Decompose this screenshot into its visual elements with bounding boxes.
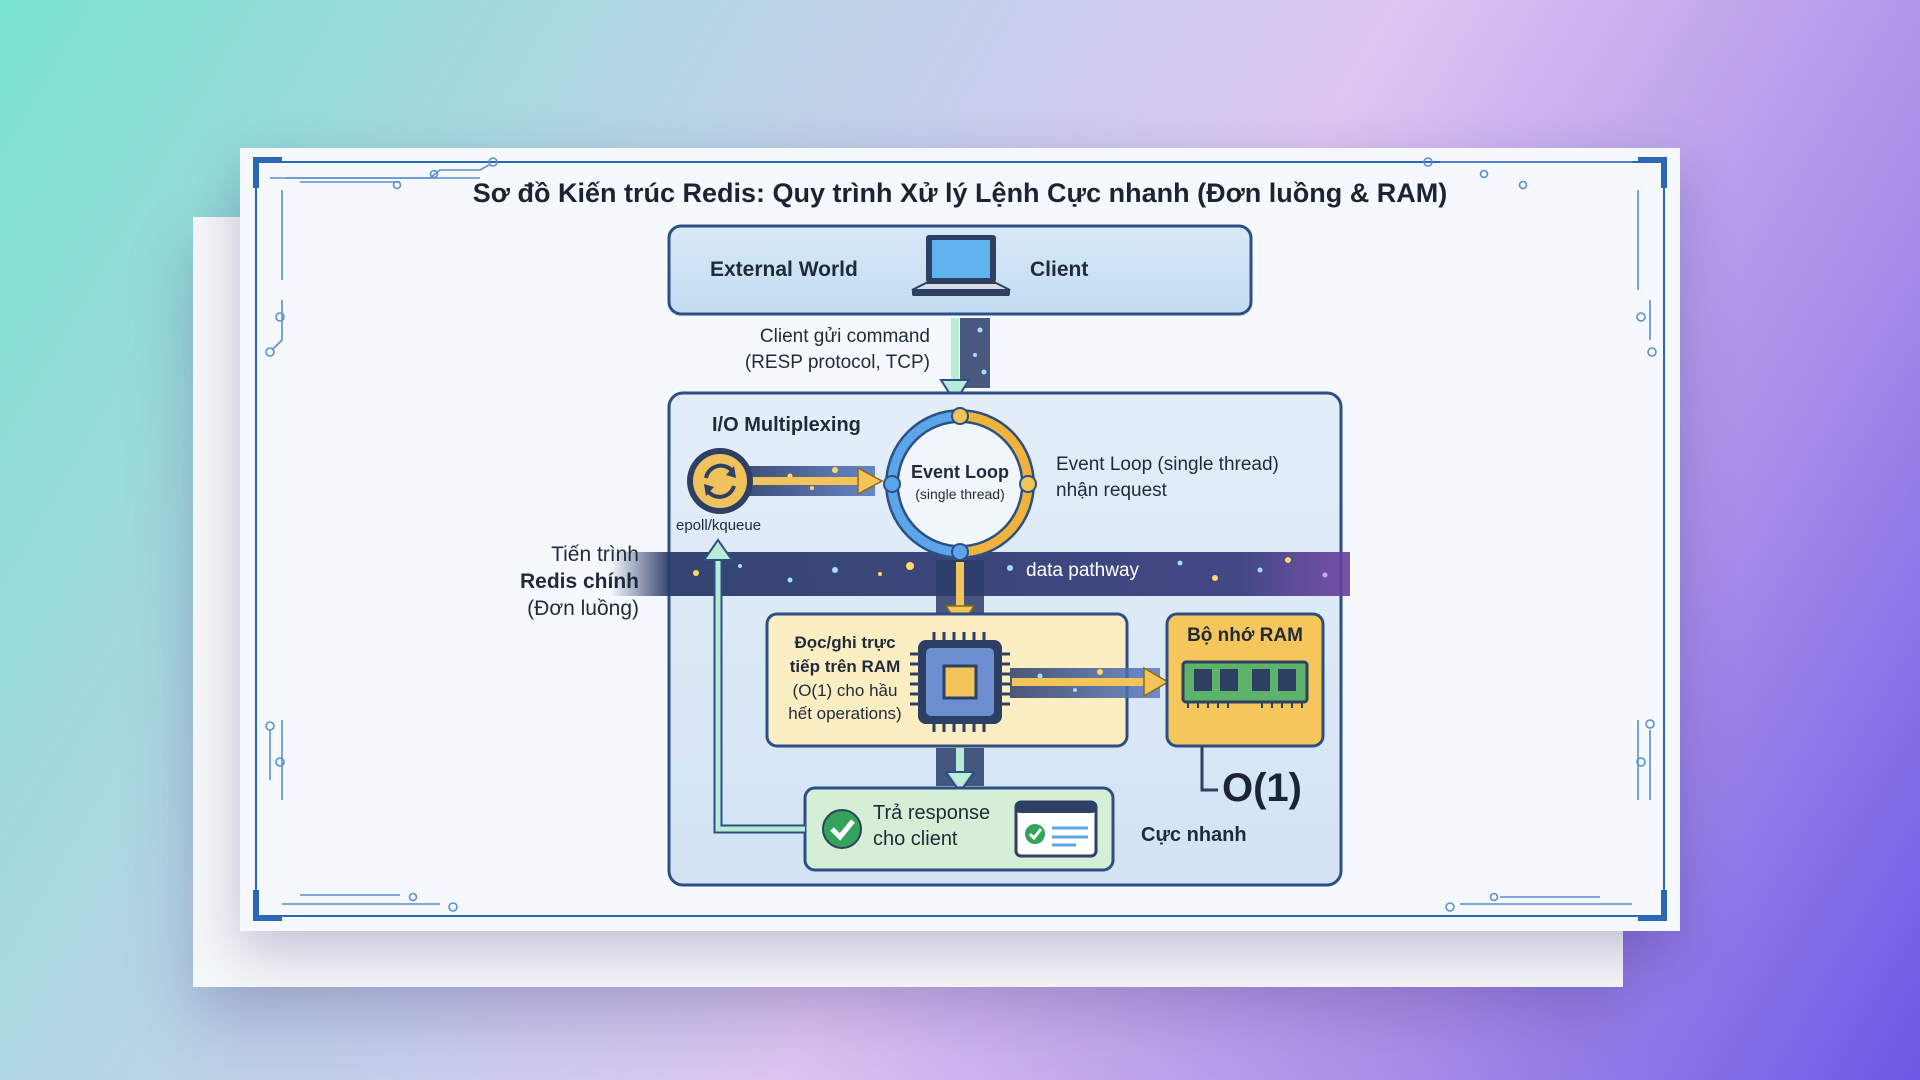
client-send-line1: Client gửi command (759, 326, 930, 347)
data-pathway-label: data pathway (1026, 560, 1140, 581)
main-process-line2: Redis chính (519, 570, 639, 593)
event-loop-title: Event Loop (911, 462, 1009, 482)
complexity-caption: Cực nhanh (1141, 824, 1247, 846)
ram-ops-line2: tiếp trên RAM (789, 657, 901, 676)
event-loop-subtitle: (single thread) (915, 486, 1005, 502)
response-line1: Trả response (873, 802, 991, 824)
epoll-label: epoll/kqueue (676, 517, 762, 534)
external-world-label: External World (710, 258, 858, 281)
ram-to-o1-connector (1200, 746, 1218, 792)
client-label: Client (1030, 258, 1089, 281)
event-loop-note-line1: Event Loop (single thread) (1056, 454, 1279, 475)
check-circle-icon (822, 809, 862, 849)
refresh-cycle-icon (687, 448, 753, 514)
main-process-line3: (Đơn luồng) (527, 597, 639, 620)
diagram-title: Sơ đồ Kiến trúc Redis: Quy trình Xử lý L… (472, 178, 1448, 208)
ram-ops-line4: hết operations) (788, 704, 902, 723)
client-send-line2: (RESP protocol, TCP) (744, 352, 930, 373)
laptop-icon (911, 235, 1011, 296)
complexity-value: O(1) (1222, 766, 1302, 810)
ram-ops-line3: (O(1) cho hầu (792, 681, 898, 700)
ram-module-icon (1181, 660, 1309, 708)
main-process-line1: Tiến trình (551, 543, 639, 566)
circuit-decoration (265, 157, 1657, 912)
cpu-chip-icon (910, 632, 1010, 732)
event-loop-note-line2: nhận request (1056, 480, 1167, 501)
response-line2: cho client (873, 828, 958, 850)
response-window-icon (1014, 800, 1098, 858)
ram-box-label: Bộ nhớ RAM (1187, 625, 1303, 646)
io-multiplexing-label: I/O Multiplexing (712, 414, 861, 436)
pathway-sparkles (693, 557, 1328, 583)
stream-sparkles (973, 327, 987, 375)
frame-border (253, 157, 1667, 921)
ram-ops-line1: Đọc/ghi trực (794, 633, 896, 652)
